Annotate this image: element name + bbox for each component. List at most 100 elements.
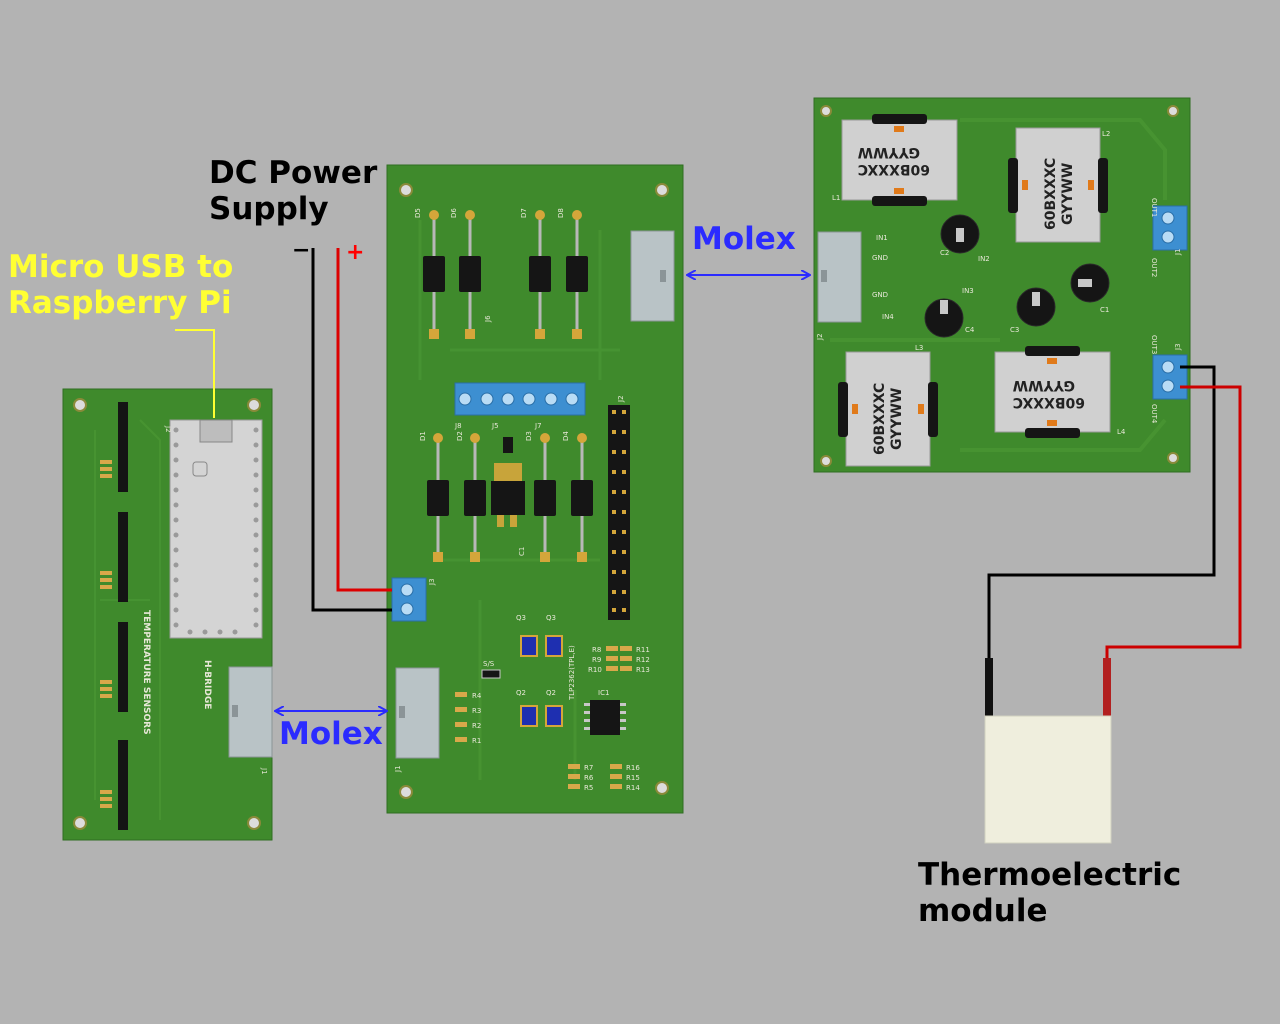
tec-wires [987,365,1242,660]
negative-polarity-label: − [292,238,311,263]
power-terminal-j3 [391,577,427,622]
inductor-text: GYYWW [1060,163,1076,225]
silk-d3: D3 [525,431,533,441]
diode [529,210,551,339]
diode [459,210,481,339]
positive-polarity-label: + [346,240,365,265]
silk-r12: R12 [636,656,650,664]
silk-r2: R2 [472,722,481,730]
silk-r10: R10 [588,666,602,674]
silk-gnd: GND [872,291,888,299]
silk-h-bridge: H-BRIDGE [202,660,212,709]
silk-l4: L4 [1117,428,1126,436]
inductor-text: GYYWW [889,388,905,450]
silk-q: Q2 [546,689,556,697]
silk-s: S/S [483,660,495,668]
silk-j7: J7 [534,422,542,430]
diode [571,433,593,562]
inductor-text: 60BXXXC [1013,394,1085,410]
silk-q: Q2 [516,689,526,697]
silk-d5: D5 [414,208,422,218]
silk-r11: R11 [636,646,650,654]
silk-l3: L3 [915,344,923,352]
inductor-l2: 60BXXXC GYYWW [1008,127,1108,243]
thermoelectric-module-label: Thermoelectric module [918,857,1182,929]
negative-wire [311,248,392,612]
silk-optocoupler: TLP2362(TPL,E) [568,645,576,701]
silk-in3: IN3 [962,287,974,295]
silk-gnd: GND [872,254,888,262]
left-board: TEMPERATURE SENSORS H-BRIDGE J1 J2 [62,388,273,841]
silk-r13: R13 [636,666,650,674]
inductor-text: 60BXXXC [1043,158,1059,230]
silk-in4: IN4 [882,313,894,321]
middle-board: D5 D6 D7 D8 D1 D2 D3 D4 J8 J5 J7 J2 J3 J… [386,164,684,814]
silk-c2: C2 [940,249,949,257]
silk-r5: R5 [584,784,593,792]
diode [427,433,449,562]
silk-r6: R6 [584,774,594,782]
silk-j1: J1 [394,765,402,773]
silk-d1: D1 [419,431,427,441]
silk-r9: R9 [592,656,601,664]
silk-q: Q3 [516,614,526,622]
power-wires [311,248,392,612]
positive-wire [336,248,392,592]
silk-ic1: IC1 [598,689,609,697]
mounting-holes [73,398,261,830]
silk-r3: R3 [472,707,481,715]
silk-in1: IN1 [876,234,888,242]
usb-pointer-line [175,329,215,418]
mounting-holes [820,105,1179,467]
terminal-block-row [454,382,586,416]
silk-l1: L1 [832,194,840,202]
diode [464,433,486,562]
capacitor [924,214,1110,338]
silk-j2: J2 [164,425,172,433]
output-terminal-bottom [1152,354,1188,400]
inductor-l1: 60BXXXC GYYWW [841,114,958,206]
silk-c1: C1 [1100,306,1109,314]
smd-resistors [455,646,632,789]
silk-j2: J2 [816,333,824,341]
silk-j1: J1 [1174,248,1182,256]
silk-out1: OUT1 [1150,198,1158,217]
silk-r16: R16 [626,764,640,772]
silk-out2: OUT2 [1150,258,1158,277]
silk-r8: R8 [592,646,601,654]
diode [566,210,588,339]
silk-j8: J8 [454,422,462,430]
molex-connector-right-board [817,231,862,323]
diode [534,433,556,562]
silk-r1: R1 [472,737,481,745]
silk-r14: R14 [626,784,640,792]
mounting-holes [399,183,669,799]
silk-j2: J2 [617,395,625,403]
silk-j6: J6 [484,315,492,323]
silk-out4: OUT4 [1150,404,1158,424]
silk-temperature-sensors: TEMPERATURE SENSORS [141,610,151,735]
molex-connector-middle-top [630,230,675,322]
inductor-l3: 60BXXXC GYYWW [838,351,938,467]
thermoelectric-module [984,658,1112,844]
silk-j1: J1 [260,767,268,775]
tec-negative-wire [987,365,1216,660]
right-board: 60BXXXC GYYWW 60BXXXC GYYWW 60BXXXC GYYW… [813,97,1191,473]
molex-connector-middle-bottom [395,667,440,759]
silk-q: Q3 [546,614,556,622]
inductor-text: GYYWW [1013,377,1075,393]
voltage-regulator [491,437,525,527]
micro-usb-label: Micro USB to Raspberry Pi [8,249,234,321]
sensor-resistor [100,460,112,808]
inductor-l4: 60BXXXC GYYWW [994,346,1111,438]
optocoupler-ic1 [584,700,626,735]
dc-power-supply-label: DC Power Supply [209,155,378,227]
silk-r15: R15 [626,774,640,782]
silk-j3: J3 [428,578,436,586]
silk-r4: R4 [472,692,482,700]
silk-c4: C4 [965,326,975,334]
silk-d2: D2 [456,431,464,441]
output-terminal-top [1152,205,1188,251]
inductor-text: 60BXXXC [858,161,930,177]
silk-out3: OUT3 [1150,335,1158,354]
